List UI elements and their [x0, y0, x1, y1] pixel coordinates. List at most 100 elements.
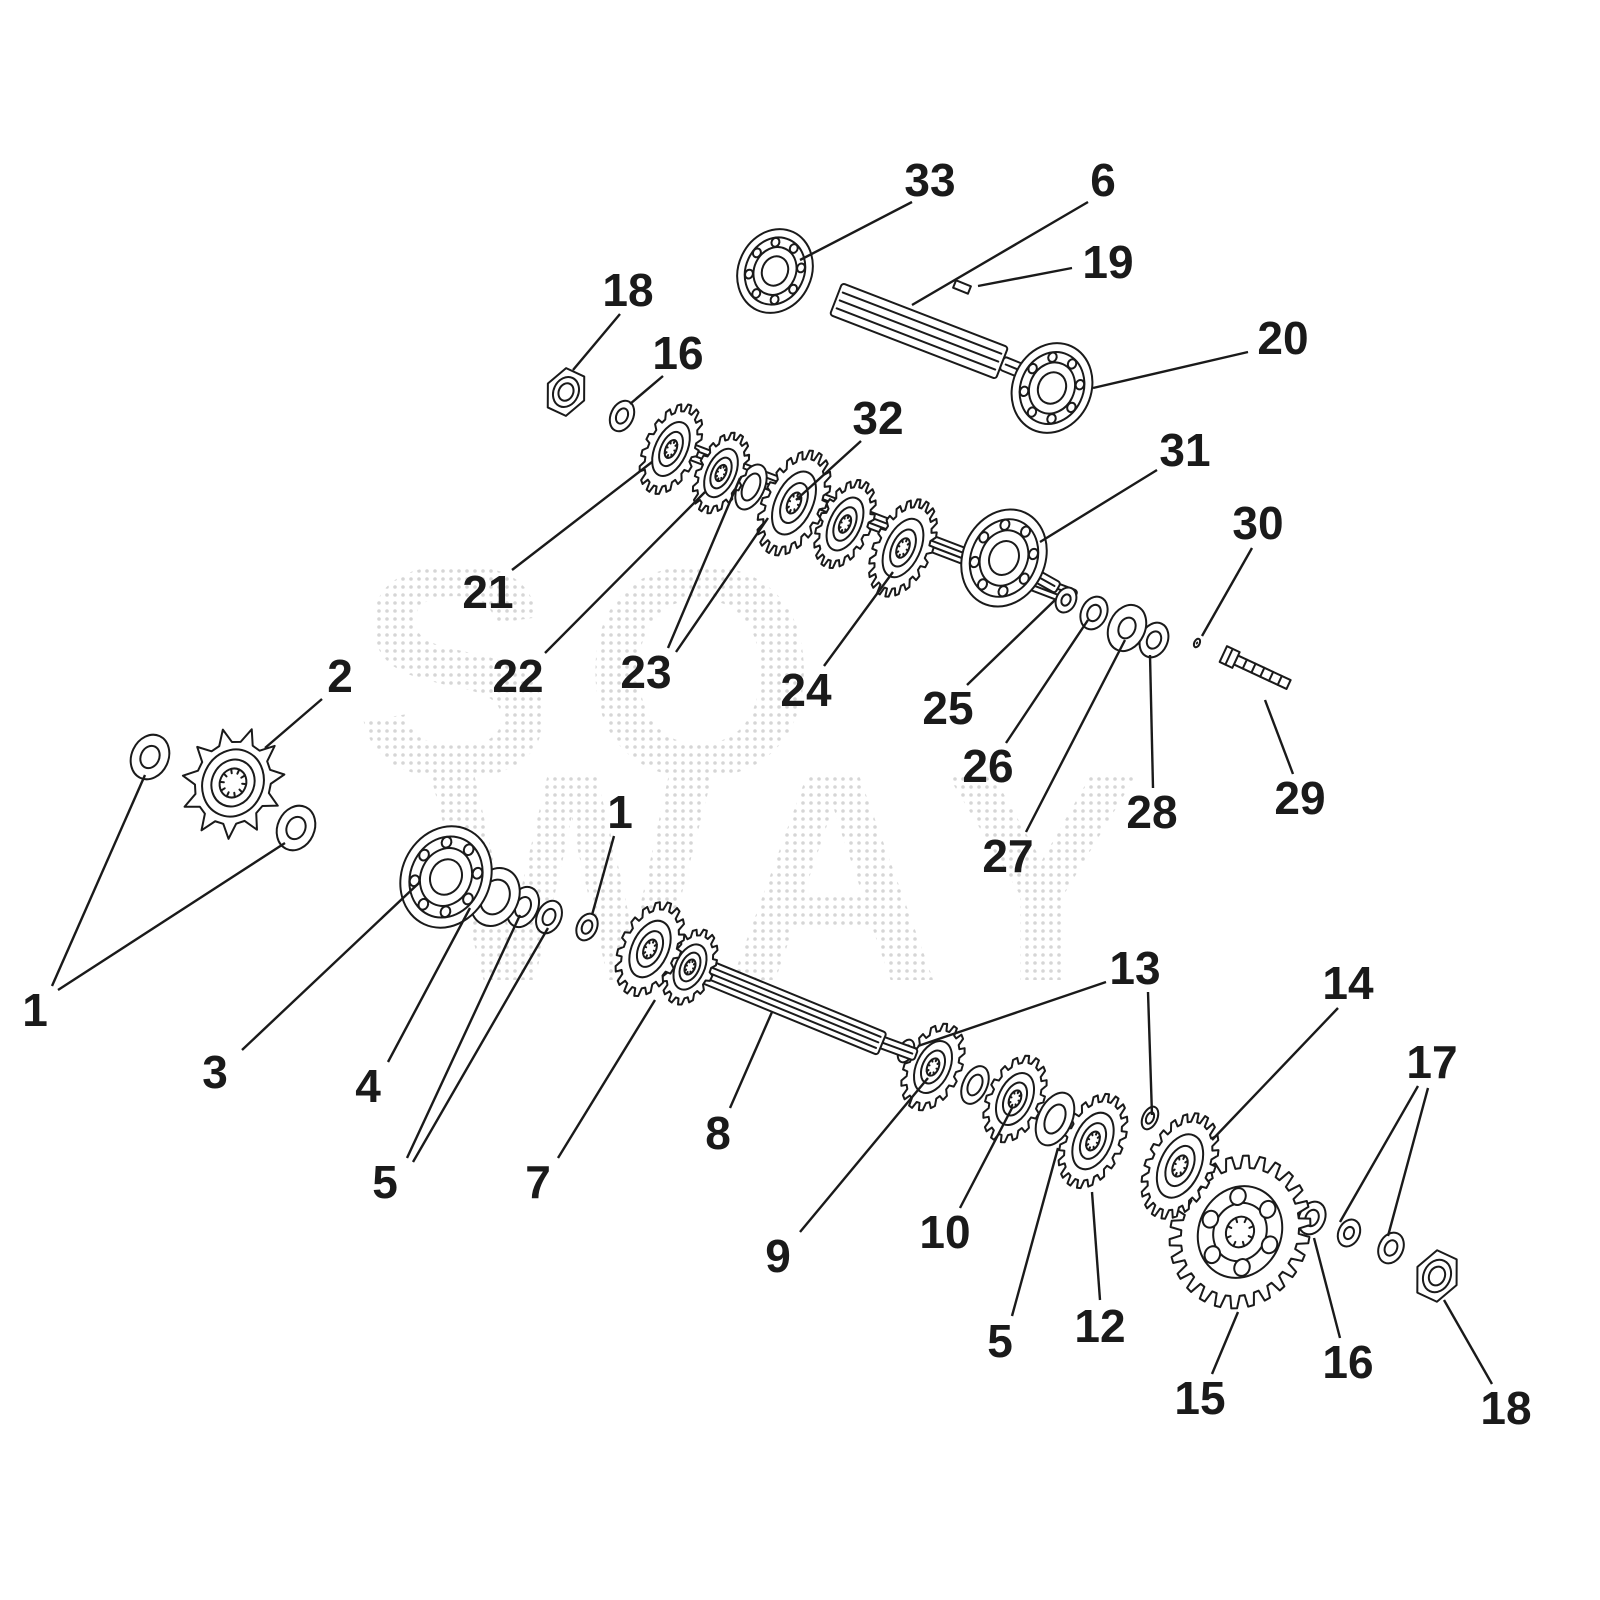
leader-line-15 [1210, 1311, 1240, 1375]
callout-32: 32 [852, 392, 903, 444]
callout-9: 9 [765, 1230, 791, 1282]
leader-line-23 [675, 517, 769, 653]
leader-line-9 [799, 1077, 929, 1233]
key-19 [953, 280, 971, 293]
leader-line-33 [799, 200, 913, 262]
callout-16: 16 [652, 327, 703, 379]
bolt-29 [1220, 646, 1293, 692]
nut-18-lower [1408, 1246, 1467, 1307]
callout-18: 18 [602, 264, 653, 316]
washer-26 [1075, 592, 1112, 634]
leader-line-5 [411, 927, 550, 1163]
washer-1-left [124, 728, 177, 785]
washer-17b [1373, 1228, 1408, 1267]
leader-line-17 [1338, 1085, 1420, 1223]
parts-layer [124, 217, 1467, 1332]
washer-5b [531, 897, 567, 938]
leader-line-25 [966, 599, 1056, 686]
callout-10: 10 [919, 1206, 970, 1258]
leader-line-1 [57, 841, 286, 992]
leader-line-5 [1010, 1147, 1060, 1317]
callout-5: 5 [372, 1156, 398, 1208]
washer-16-upper [605, 397, 639, 435]
leader-line-3 [241, 881, 421, 1051]
washer-5-lower [1028, 1087, 1082, 1152]
callout-21: 21 [462, 566, 513, 618]
leader-line-27 [1024, 639, 1127, 833]
leader-line-14 [1211, 1007, 1339, 1141]
leader-line-4 [386, 907, 472, 1063]
watermark-line2: WAY [430, 708, 1170, 1044]
callout-28: 28 [1126, 786, 1177, 838]
callout-30: 30 [1232, 497, 1283, 549]
washer-27 [1101, 599, 1154, 658]
leader-line-26 [1005, 619, 1089, 744]
callout-7: 7 [525, 1156, 551, 1208]
leader-line-13 [917, 980, 1107, 1048]
leader-line-21 [511, 461, 653, 571]
washer-28 [1134, 618, 1174, 662]
leader-line-17 [1386, 1087, 1430, 1237]
callout-5: 5 [987, 1315, 1013, 1367]
callout-18: 18 [1480, 1382, 1531, 1434]
gear-21 [627, 394, 715, 503]
gear-9 [889, 1014, 978, 1120]
leader-line-1 [590, 835, 616, 916]
leader-line-22 [544, 491, 706, 654]
leader-line-12 [1090, 1191, 1102, 1301]
callout-16: 16 [1322, 1336, 1373, 1388]
callout-27: 27 [982, 830, 1033, 882]
leader-line-7 [556, 999, 657, 1159]
callout-4: 4 [355, 1060, 381, 1112]
callout-14: 14 [1322, 957, 1374, 1009]
ball-30 [1193, 638, 1202, 648]
leader-line-16 [629, 375, 664, 405]
leader-line-10 [958, 1107, 1014, 1209]
callout-29: 29 [1274, 772, 1325, 824]
bearing-31 [946, 495, 1063, 620]
leader-line-18 [1442, 1299, 1494, 1385]
leader-line-6 [911, 200, 1089, 307]
callout-23: 23 [620, 646, 671, 698]
callout-13: 13 [1109, 942, 1160, 994]
washer-1-right [270, 799, 323, 856]
leader-line-1 [50, 774, 147, 987]
leader-line-28 [1148, 654, 1155, 789]
bearing-3 [384, 811, 508, 943]
leader-line-5 [405, 914, 522, 1159]
callout-15: 15 [1174, 1372, 1225, 1424]
callout-33: 33 [904, 154, 955, 206]
gear-10 [971, 1046, 1060, 1152]
spacer-1-mid [572, 910, 602, 944]
leader-line-13 [1146, 991, 1154, 1116]
leader-line-18 [572, 313, 621, 371]
gear-7a [602, 891, 698, 1007]
nut-18-upper [539, 364, 594, 420]
callout-25: 25 [922, 682, 973, 734]
spacer-13b [1138, 1104, 1161, 1132]
bearing-20 [997, 330, 1107, 446]
callout-2: 2 [327, 650, 353, 702]
gear-12 [1045, 1083, 1142, 1199]
leader-line-16 [1312, 1237, 1342, 1339]
leader-line-24 [823, 571, 894, 667]
front-sprocket-2 [165, 711, 302, 855]
callout-19: 19 [1082, 236, 1133, 288]
washer-17a [1334, 1216, 1365, 1250]
callout-8: 8 [705, 1107, 731, 1159]
leader-line-31 [1039, 468, 1158, 544]
bearing-33 [724, 217, 827, 326]
callout-26: 26 [962, 740, 1013, 792]
ring-10b [956, 1062, 995, 1108]
selector-shaft-6 [830, 283, 1008, 379]
leader-line-30 [1200, 547, 1254, 637]
callout-22: 22 [492, 650, 543, 702]
washer-25 [1052, 584, 1081, 616]
gear-15 [1145, 1132, 1335, 1331]
leader-line-29 [1263, 699, 1295, 775]
callout-6: 6 [1090, 154, 1116, 206]
callout-1: 1 [607, 786, 633, 838]
callout-31: 31 [1159, 424, 1210, 476]
